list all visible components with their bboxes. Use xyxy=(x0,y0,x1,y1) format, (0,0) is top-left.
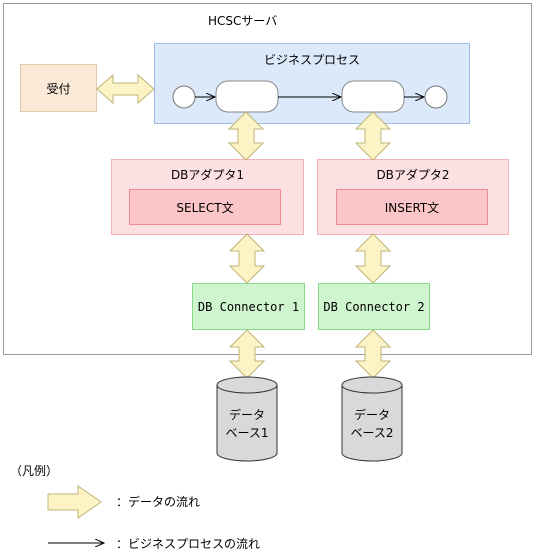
data-flow-arrow-icon xyxy=(227,111,265,161)
database-2-label-line2: ベース2 xyxy=(350,426,394,440)
db-connector-1-box: DB Connector 1 xyxy=(192,283,305,330)
database-2-icon xyxy=(341,385,403,462)
insert-statement-label: INSERT文 xyxy=(384,200,440,215)
process-end-node-icon xyxy=(424,85,448,109)
select-statement-label: SELECT文 xyxy=(176,200,234,215)
process-activity-2-icon xyxy=(341,80,405,113)
data-flow-arrow-icon xyxy=(96,73,155,105)
process-activity-1-icon xyxy=(215,80,279,113)
db-connector-2-label: DB Connector 2 xyxy=(323,299,425,314)
db-adapter-2-title: DBアダプタ2 xyxy=(376,168,450,182)
legend-data-flow-arrow-icon xyxy=(47,485,102,519)
business-process-box xyxy=(154,43,470,124)
legend-title: （凡例） xyxy=(10,464,59,478)
database-2-label-line1: データ xyxy=(353,408,390,422)
reception-box: 受付 xyxy=(20,64,97,112)
select-statement-box: SELECT文 xyxy=(129,189,281,225)
database-1-label-line2: ベース1 xyxy=(225,426,269,440)
data-flow-arrow-icon xyxy=(228,329,266,379)
db-connector-2-box: DB Connector 2 xyxy=(318,283,430,330)
db-adapter-1-title: DBアダプタ1 xyxy=(170,168,245,182)
database-1-label-line1: データ xyxy=(228,408,265,422)
database-1-label: データ ベース1 xyxy=(217,406,277,442)
data-flow-arrow-icon xyxy=(354,111,392,161)
db-connector-1-label: DB Connector 1 xyxy=(197,299,300,314)
database-1-icon xyxy=(216,385,278,462)
insert-statement-box: INSERT文 xyxy=(336,189,488,225)
legend-data-flow-label: ：データの流れ xyxy=(116,495,201,509)
legend-process-flow-label: ：ビジネスプロセスの流れ xyxy=(116,537,261,551)
data-flow-arrow-icon xyxy=(354,233,392,284)
business-process-title: ビジネスプロセス xyxy=(263,53,360,67)
data-flow-arrow-icon xyxy=(228,233,266,284)
process-start-node-icon xyxy=(172,85,196,109)
reception-label: 受付 xyxy=(46,81,71,96)
data-flow-arrow-icon xyxy=(354,329,392,379)
database-2-label: データ ベース2 xyxy=(342,406,402,442)
server-title: HCSCサーバ xyxy=(208,14,278,28)
